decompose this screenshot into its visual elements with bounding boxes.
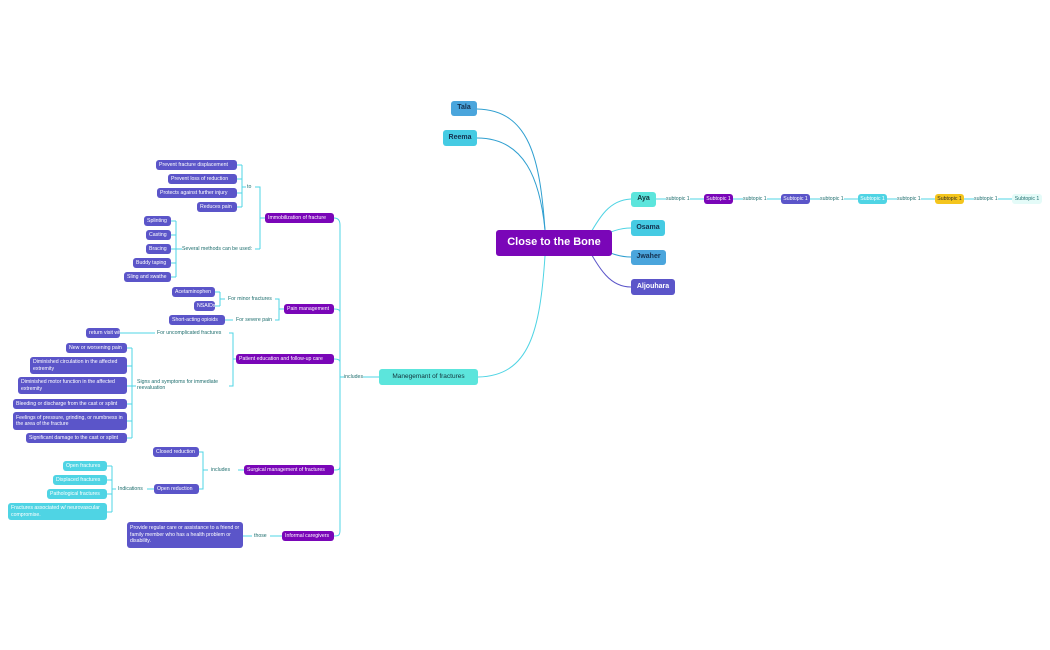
indication-1[interactable]: Open fractures: [63, 461, 107, 471]
topic-jwaher[interactable]: Jwaher: [631, 250, 666, 265]
minor-label: For minor fractures: [228, 296, 272, 303]
chain-node-3[interactable]: Subtopic 1: [858, 194, 887, 204]
link-root-reema: [476, 137, 546, 231]
method-3[interactable]: Bracing: [146, 244, 171, 254]
immobilization-node[interactable]: Immobilization of fracture: [265, 213, 334, 223]
indication-4[interactable]: Fractures associated w/ neurovascular co…: [8, 503, 107, 520]
topic-aya[interactable]: Aya: [631, 192, 656, 207]
chain-node-4[interactable]: Subtopic 1: [935, 194, 964, 204]
link-root-tala: [476, 108, 546, 231]
open-reduction[interactable]: Open reduction: [154, 484, 199, 494]
chain-node-1[interactable]: Subtopic 1: [704, 194, 733, 204]
education-node[interactable]: Patient education and follow-up care: [236, 354, 334, 364]
signs-label: Signs and symptoms for immediate reevalu…: [137, 379, 229, 392]
minor-item-1[interactable]: Acetaminophen: [172, 287, 215, 297]
chain-label-1: subtopic 1: [666, 196, 690, 203]
topic-aljouhara[interactable]: Aljouhara: [631, 279, 675, 295]
to-item-4[interactable]: Reduces pain: [197, 202, 237, 212]
severe-label: For severe pain: [236, 317, 273, 324]
includes-label: includes: [344, 374, 364, 381]
sign-item-1[interactable]: New or worsening pain: [66, 343, 127, 353]
sign-item-2[interactable]: Diminished circulation in the affected e…: [30, 357, 127, 374]
method-4[interactable]: Buddy taping: [133, 258, 171, 268]
to-label: to: [247, 184, 252, 191]
link-root-fractures: [477, 255, 546, 378]
to-item-1[interactable]: Prevent fracture displacement: [156, 160, 237, 170]
sign-item-5[interactable]: Feelings of pressure, grinding, or numbn…: [13, 412, 127, 430]
chain-node-5[interactable]: Subtopic 1: [1012, 194, 1042, 204]
topic-tala[interactable]: Tala: [451, 101, 477, 116]
closed-reduction[interactable]: Closed reduction: [153, 447, 199, 457]
indication-2[interactable]: Displaced fractures: [53, 475, 107, 485]
pain-node[interactable]: Pain management: [284, 304, 334, 314]
caregivers-node[interactable]: Informal caregivers: [282, 531, 334, 541]
methods-label: Several methods can be used:: [182, 246, 253, 253]
chain-label-4: subtopic 1: [897, 196, 921, 203]
sign-item-3[interactable]: Diminished motor function in the affecte…: [18, 377, 127, 394]
uncomplicated-item-1[interactable]: return visit within 5- 7: [86, 328, 120, 338]
chain-node-2[interactable]: Subtopic 1: [781, 194, 810, 204]
chain-label-5: subtopic 1: [974, 196, 998, 203]
sign-item-6[interactable]: Significant damage to the cast or splint: [26, 433, 127, 443]
chain-label-2: subtopic 1: [743, 196, 767, 203]
root-node[interactable]: Close to the Bone: [496, 230, 612, 256]
topic-osama[interactable]: Osama: [631, 220, 665, 236]
sign-item-4[interactable]: Bleeding or discharge from the cast or s…: [13, 399, 127, 409]
uncomplicated-label: For uncomplicated fractures: [157, 330, 222, 337]
caregivers-description[interactable]: Provide regular care or assistance to a …: [127, 522, 243, 548]
indications-label: Indications: [118, 486, 143, 493]
topic-reema[interactable]: Reema: [443, 130, 477, 146]
surgical-includes-label: includes: [211, 467, 231, 474]
those-label: those: [254, 533, 267, 540]
chain-label-3: subtopic 1: [820, 196, 844, 203]
method-2[interactable]: Casting: [146, 230, 171, 240]
fractures-topic[interactable]: Manegemant of fractures: [379, 369, 478, 385]
to-item-3[interactable]: Protects against further injury: [157, 188, 237, 198]
minor-item-2[interactable]: NSAIDs: [194, 301, 215, 311]
to-item-2[interactable]: Prevent loss of reduction: [168, 174, 237, 184]
method-1[interactable]: Splinting: [144, 216, 171, 226]
indication-3[interactable]: Pathological fractures: [47, 489, 107, 499]
severe-item-1[interactable]: Short-acting opioids: [169, 315, 225, 325]
surgical-node[interactable]: Surgical management of fractures: [244, 465, 334, 475]
method-5[interactable]: Sling and swathe: [124, 272, 171, 282]
